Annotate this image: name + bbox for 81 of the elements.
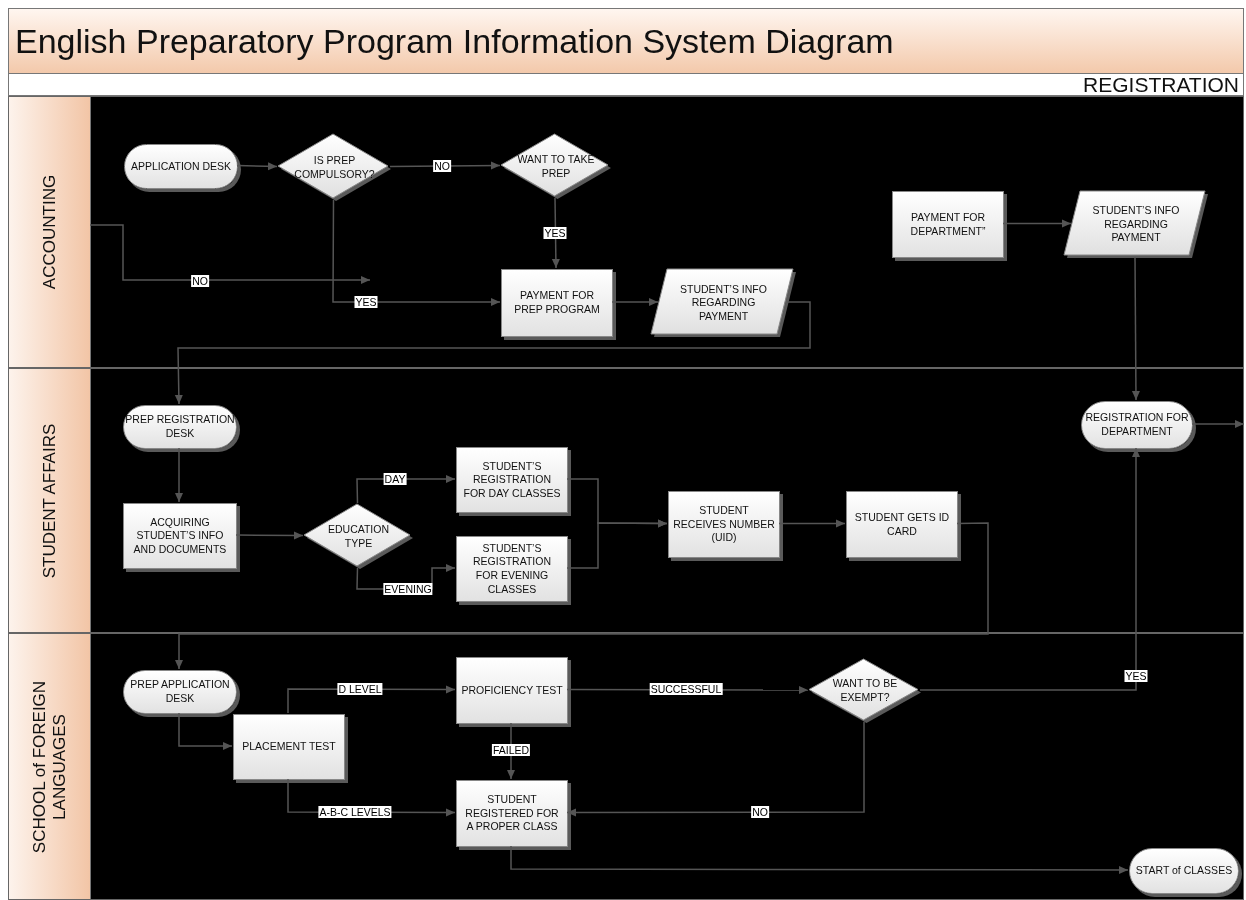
terminator-pill — [1081, 401, 1193, 449]
edge-label: EVENING — [383, 583, 433, 595]
node-text: ACQUIRING STUDENT’S INFO AND DOCUMENTS — [132, 515, 228, 557]
node-text: STUDENT’S INFO REGARDING PAYMENT — [1091, 204, 1181, 245]
process-box — [456, 780, 568, 847]
node-text: STUDENT’S REGISTRATION FOR EVENING CLASSES — [472, 541, 552, 597]
lane-title: SCHOOL of FOREIGN LANGUAGES — [29, 679, 70, 855]
process-box — [501, 269, 613, 337]
diagram-title: English Preparatory Program Information System Diagram — [8, 8, 1244, 74]
node-text: START of CLASSES — [1135, 864, 1233, 878]
edge-label: DAY — [383, 473, 407, 485]
process-box — [456, 657, 568, 724]
edge-label: NO — [751, 806, 769, 818]
node-text: PROFICIENCY TEST — [460, 683, 564, 698]
node-text: STUDENT REGISTERED FOR A PROPER CLASS — [464, 793, 560, 834]
process-box — [846, 491, 958, 558]
edge-label: YES — [1124, 670, 1148, 682]
node-text: STUDENT GETS ID CARD — [853, 510, 951, 539]
terminator-pill — [123, 670, 237, 714]
arrow — [175, 447, 183, 503]
edge-label: NO — [433, 160, 451, 172]
decision-diamond — [304, 504, 413, 569]
arrow — [611, 298, 659, 306]
edge-label: YES — [543, 227, 567, 239]
node-text: PREP APPLICATION DESK — [129, 678, 231, 706]
arrow — [236, 162, 278, 171]
edge-label: D LEVEL — [337, 683, 383, 695]
lane-title: ACCOUNTING — [39, 173, 60, 292]
node-text: EDUCATION TYPE — [326, 522, 391, 551]
terminator-pill — [124, 144, 238, 189]
decision-diamond — [809, 659, 921, 723]
swimlane — [8, 368, 1244, 633]
decision-diamond — [501, 134, 611, 199]
process-box — [233, 714, 345, 780]
lane-title: STUDENT AFFAIRS — [39, 422, 60, 580]
node-text: PAYMENT FOR DEPARTMENT” — [909, 210, 987, 239]
arrow — [174, 301, 811, 405]
arrow — [566, 519, 668, 569]
edge-label: NO — [191, 275, 209, 287]
process-box — [892, 191, 1004, 258]
data-parallelogram — [651, 269, 796, 337]
arrow — [1131, 256, 1140, 401]
edge-label: SUCCESSFUL — [649, 683, 723, 695]
edge-label: FAILED — [491, 744, 531, 756]
arrow — [235, 531, 304, 540]
node-text: STUDENT RECEIVES NUMBER (UID) — [672, 504, 776, 545]
process-box — [456, 447, 568, 513]
arrow — [332, 199, 501, 306]
node-text: PREP REGISTRATION DESK — [124, 413, 236, 441]
terminator-pill — [1129, 848, 1239, 894]
node-text: REGISTRATION FOR DEPARTMENT — [1084, 411, 1190, 439]
arrow — [89, 224, 371, 284]
section-label: REGISTRATION — [1083, 74, 1239, 96]
process-box — [123, 503, 237, 569]
node-text: APPLICATION DESK — [130, 159, 232, 174]
decision-diamond — [278, 134, 391, 201]
arrow — [551, 197, 560, 269]
data-parallelogram — [1064, 191, 1208, 258]
process-box — [456, 536, 568, 602]
swimlane — [8, 633, 1244, 900]
arrow — [778, 519, 846, 528]
edge-label: YES — [354, 296, 378, 308]
arrow — [1191, 420, 1245, 428]
node-text: STUDENT’S INFO REGARDING PAYMENT — [679, 282, 768, 324]
arrow — [510, 845, 1129, 874]
node-text: PAYMENT FOR PREP PROGRAM — [513, 289, 601, 317]
arrow — [356, 475, 456, 504]
node-text: PLACEMENT TEST — [241, 740, 337, 754]
swimlane — [8, 96, 1244, 368]
arrow — [919, 447, 1140, 691]
node-text: STUDENT’S REGISTRATION FOR DAY CLASSES — [462, 459, 562, 501]
arrow — [178, 712, 233, 750]
node-text: IS PREP COMPULSORY? — [293, 153, 376, 182]
arrow — [175, 522, 989, 670]
terminator-pill — [123, 405, 237, 449]
node-text: WANT TO BE EXEMPT? — [831, 677, 899, 705]
arrow — [1002, 219, 1072, 228]
arrow — [566, 721, 865, 817]
process-box — [668, 491, 780, 558]
node-text: WANT TO TAKE PREP — [516, 152, 596, 181]
edge-label: A-B-C LEVELS — [318, 806, 392, 818]
